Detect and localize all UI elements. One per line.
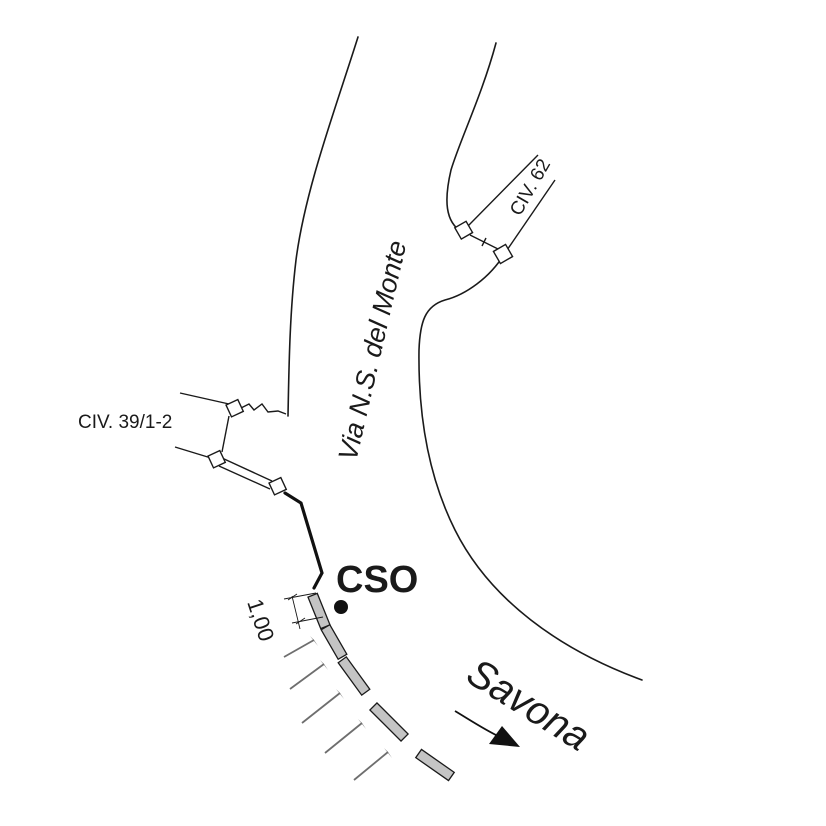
marker-civ39-left	[207, 449, 227, 469]
direction-arrow-head	[489, 726, 520, 747]
house-number-right: CIV. 62	[506, 156, 555, 220]
road-edge-inner-right	[446, 42, 497, 233]
anchor-pin-head-3	[336, 689, 344, 699]
anchor-pin-head-2	[320, 660, 328, 670]
dimension-tick-bottom	[295, 617, 306, 625]
dimension-marks	[283, 592, 324, 630]
marker-civ62-a	[453, 220, 474, 241]
anchor-pin-1	[283, 639, 315, 658]
wall-segment-5	[414, 748, 456, 782]
marker-civ62-b	[492, 243, 514, 265]
anchor-pin-head-4	[358, 719, 366, 729]
dimension-extension-top	[283, 592, 317, 600]
wall-segment-1	[307, 592, 331, 630]
cso-point	[334, 600, 348, 614]
wall-segment-2	[320, 623, 348, 661]
parcel-line-civ39-wall-b	[218, 465, 271, 490]
parcel-line-civ62-a	[467, 154, 539, 227]
direction-arrow-line	[454, 710, 501, 738]
parcel-line-civ62-b	[504, 179, 556, 254]
marker-civ39-right	[268, 476, 288, 496]
anchor-pin-head-1	[310, 636, 318, 646]
parcel-line-civ39-mid	[221, 415, 230, 453]
dimension-tick-top	[287, 593, 298, 601]
parcel-line-civ39-top	[179, 392, 230, 405]
direction-label: Savona	[459, 650, 597, 759]
parcel-line-civ39-wall-a	[221, 457, 273, 482]
wall-to-cso	[283, 491, 324, 590]
parcel-line-civ62-connector	[469, 234, 501, 251]
wall-segments	[307, 592, 456, 782]
anchor-pin-5	[353, 751, 389, 781]
road-edge-left	[287, 36, 359, 417]
anchor-pin-head-5	[384, 748, 392, 758]
anchor-pin-2	[289, 663, 325, 690]
parcel-tick-civ62	[481, 237, 487, 247]
cso-label: CSO	[336, 559, 418, 601]
dimension-line	[291, 595, 301, 630]
wall-segment-4	[368, 701, 410, 743]
road-edge-right	[418, 252, 643, 681]
wall-segment-3	[337, 655, 371, 697]
house-number-left: CIV. 39/1-2	[78, 412, 172, 433]
anchor-pin-4	[324, 722, 363, 754]
parcel-line-civ39-lower	[174, 446, 212, 459]
dimension-label: 1,00	[242, 596, 279, 644]
dimension-extension-bottom	[291, 616, 324, 624]
street-name-label: Via N.S. del Monte	[333, 238, 413, 464]
anchor-pins	[283, 636, 392, 781]
parcel-line-civ39-notch	[240, 403, 287, 415]
marker-civ39-top	[225, 398, 245, 418]
anchor-pin-3	[301, 692, 341, 724]
